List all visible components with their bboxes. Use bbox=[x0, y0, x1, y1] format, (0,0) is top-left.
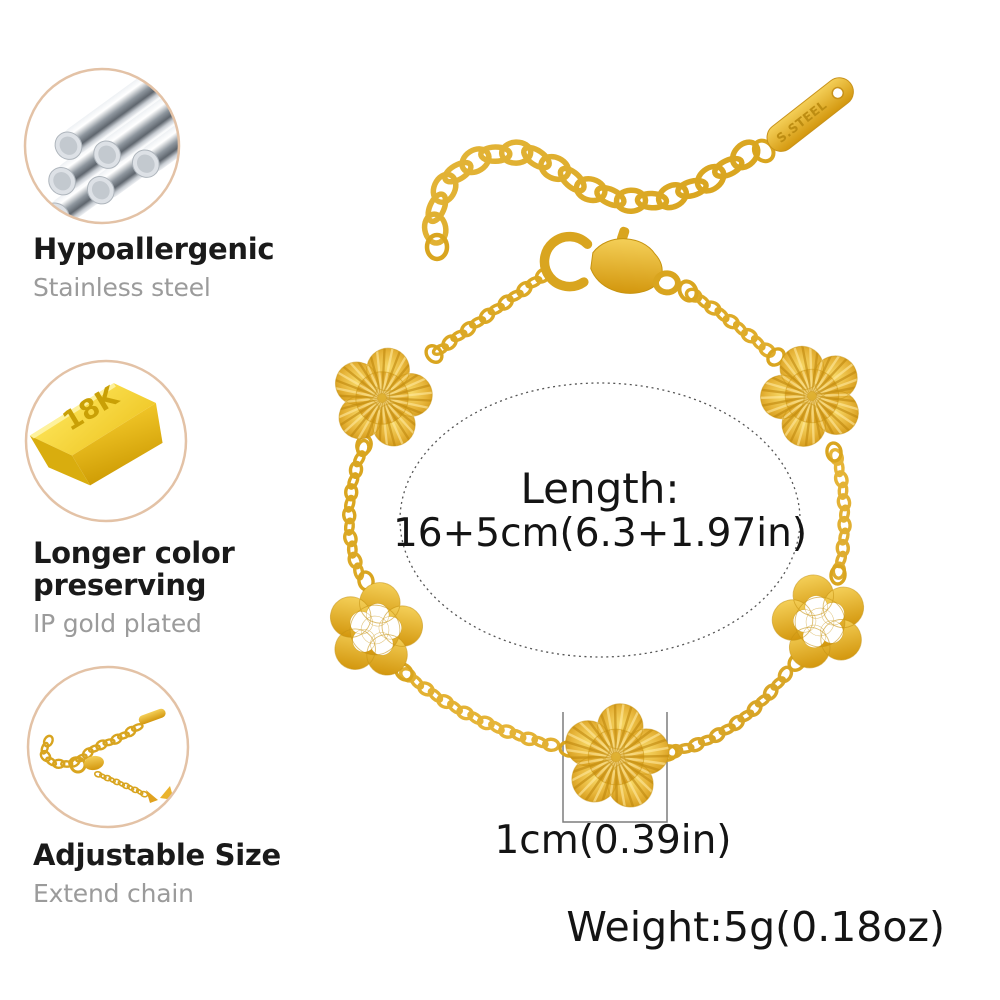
extension-chain-icon bbox=[26, 665, 190, 829]
feature-color-preserving: Longer color preserving IP gold plated bbox=[33, 536, 285, 638]
weight-annotation: Weight:5g(0.18oz) bbox=[566, 903, 945, 951]
s-steel-tag: S.STEEL bbox=[751, 77, 854, 164]
lobster-clasp-icon bbox=[539, 226, 681, 296]
feature-subtitle: IP gold plated bbox=[33, 608, 202, 638]
size-bracket bbox=[562, 712, 668, 823]
feature-title: Hypoallergenic bbox=[33, 232, 275, 266]
length-value: 16+5cm(6.3+1.97in) bbox=[392, 511, 808, 556]
feature-subtitle: Stainless steel bbox=[33, 272, 211, 302]
flower-charm-hollow-1 bbox=[321, 574, 430, 681]
feature-hypoallergenic: Hypoallergenic Stainless steel bbox=[33, 232, 285, 302]
bracelet: S.STEEL bbox=[321, 77, 876, 812]
length-label: Length: bbox=[520, 464, 680, 513]
flower-charm-sunburst-3 bbox=[557, 696, 676, 812]
length-annotation: Length: 16+5cm(6.3+1.97in) bbox=[393, 466, 807, 556]
flower-charm-sunburst-2 bbox=[746, 330, 876, 457]
charm-size-annotation: 1cm(0.39in) bbox=[494, 818, 732, 863]
feature-title: Longer color preserving bbox=[33, 536, 235, 602]
flower-charm-hollow-2 bbox=[762, 563, 876, 676]
bracelet-extension-chain bbox=[421, 139, 761, 262]
steel-rods-icon bbox=[23, 67, 181, 225]
length-ellipse bbox=[399, 382, 801, 658]
feature-adjustable-size: Adjustable Size Extend chain bbox=[33, 838, 285, 908]
feature-subtitle: Extend chain bbox=[33, 878, 194, 908]
gold-bar-icon: 18K bbox=[24, 359, 188, 523]
feature-title: Adjustable Size bbox=[33, 838, 281, 872]
clasp-jump-ring bbox=[677, 279, 699, 303]
flower-charm-sunburst-1 bbox=[324, 337, 441, 453]
